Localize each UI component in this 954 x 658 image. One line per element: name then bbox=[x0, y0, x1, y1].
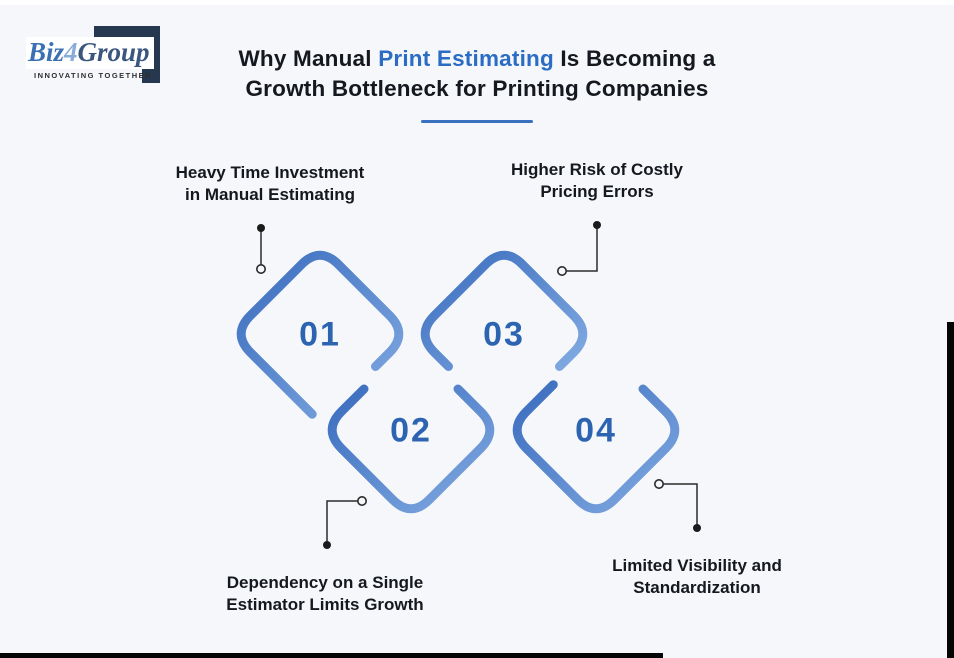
right-crop-bar bbox=[947, 322, 954, 658]
diamond-03-outline bbox=[420, 250, 588, 371]
connector-dot-01 bbox=[257, 224, 265, 232]
diamond-04-outline bbox=[512, 380, 680, 514]
connector-line-03 bbox=[562, 225, 598, 272]
top-strip bbox=[0, 0, 954, 5]
connector-ring-03 bbox=[556, 265, 567, 276]
diamond-label-02: Dependency on a Single Estimator Limits … bbox=[226, 573, 424, 614]
diamond-label-04: Limited Visibility and Standardization bbox=[612, 556, 782, 597]
connector-dot-02 bbox=[323, 541, 331, 549]
diamond-01-outline bbox=[236, 250, 404, 419]
title-pre: Why Manual bbox=[238, 46, 379, 71]
logo-tagline: INNOVATING TOGETHER bbox=[34, 71, 153, 80]
logo-word-group: Group bbox=[77, 37, 150, 67]
bottom-crop-bar bbox=[0, 653, 663, 658]
connector-ring-02 bbox=[356, 495, 367, 506]
connector-dot-03 bbox=[593, 221, 601, 229]
connector-line-02 bbox=[326, 500, 362, 545]
diamond-number-04: 04 bbox=[575, 411, 617, 450]
page-title: Why Manual Print Estimating Is Becoming … bbox=[0, 44, 954, 104]
logo-word-four: 4 bbox=[64, 37, 78, 67]
diamond-number-03: 03 bbox=[483, 315, 525, 354]
diamond-number-02: 02 bbox=[390, 411, 432, 450]
connector-dot-04 bbox=[693, 524, 701, 532]
title-highlight: Print Estimating bbox=[378, 46, 554, 71]
title-underline bbox=[421, 120, 533, 123]
page-title-line1: Why Manual Print Estimating Is Becoming … bbox=[0, 44, 954, 74]
connector-ring-01 bbox=[255, 263, 266, 274]
page-title-line2: Growth Bottleneck for Printing Companies bbox=[245, 76, 709, 101]
diamond-02-outline bbox=[327, 384, 495, 514]
title-post: Is Becoming a bbox=[553, 46, 716, 71]
diamond-label-01: Heavy Time Investment in Manual Estimati… bbox=[175, 163, 365, 204]
diamond-number-01: 01 bbox=[299, 315, 341, 354]
logo: Biz4Group INNOVATING TOGETHER bbox=[26, 20, 176, 86]
logo-word-biz: Biz bbox=[28, 37, 65, 67]
diamond-label-03: Higher Risk of Costly Pricing Errors bbox=[511, 160, 683, 201]
connector-ring-04 bbox=[653, 478, 664, 489]
connector-line-04 bbox=[659, 483, 698, 528]
logo-wordmark: Biz4Group bbox=[26, 37, 154, 69]
